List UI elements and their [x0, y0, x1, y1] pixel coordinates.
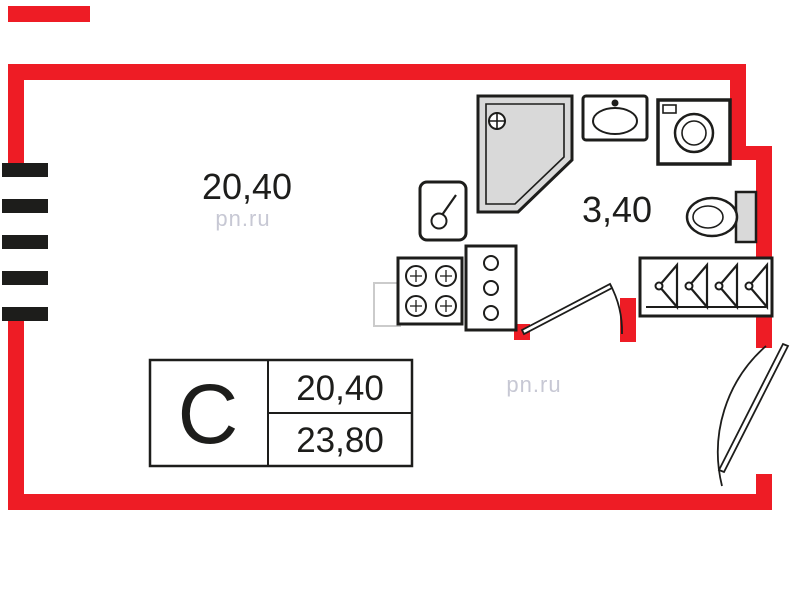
washing-machine-panel	[662, 104, 677, 114]
wall-right-mid	[756, 146, 772, 348]
burner-cross-marks	[410, 270, 452, 312]
toilet	[685, 190, 758, 244]
exterior-walls	[8, 6, 772, 510]
entrance-door-swing-arc	[717, 345, 767, 487]
watermark: pn.ru	[215, 206, 270, 231]
hanger-icon	[657, 262, 679, 310]
hanger-hook-icon	[684, 281, 694, 291]
interior-door	[520, 282, 623, 336]
hanger-hook-icon	[654, 281, 664, 291]
kitchen-cabinet	[464, 244, 518, 332]
kitchen-sink-outline	[418, 180, 468, 242]
wall-bottom	[8, 494, 772, 510]
wardrobe	[638, 256, 774, 318]
wall-left-upper	[8, 64, 24, 168]
fridge-outline	[373, 282, 401, 327]
window-slat	[2, 307, 48, 321]
window-slat	[2, 163, 48, 177]
shower	[476, 94, 574, 214]
bathroom-area-label: 3,40	[582, 189, 652, 230]
wall-left-lower	[8, 314, 24, 510]
wall-top	[8, 64, 746, 80]
washbasin	[581, 94, 649, 142]
kitchen-sink-tap-icon	[441, 194, 457, 216]
window-slat	[2, 235, 48, 249]
toilet-bowl	[685, 196, 739, 238]
wall-bathroom-stub	[620, 298, 636, 342]
cabinet-outline	[464, 244, 518, 332]
entrance-door	[717, 342, 790, 487]
hanger-icon	[717, 262, 739, 310]
wall-right-upper	[730, 64, 746, 150]
washing-machine	[656, 98, 732, 166]
hanger-hook-icon	[744, 281, 754, 291]
stamp-type-letter: С	[178, 367, 239, 461]
interior-door-leaf	[520, 282, 614, 336]
hanger-icon	[747, 262, 769, 310]
window-slat	[2, 271, 48, 285]
hanger-hook-icon	[714, 281, 724, 291]
stamp-living-area: 20,40	[296, 369, 384, 408]
entrance-door-leaf	[717, 342, 790, 474]
fridge-ghost	[373, 282, 401, 327]
hanger-icon	[687, 262, 709, 310]
toilet-tank	[734, 190, 758, 244]
washing-machine-door-inner	[681, 120, 707, 146]
kitchen-sink-drain	[430, 212, 448, 230]
interior-door-swing-arc	[609, 283, 623, 335]
cabinet-knob-icon	[483, 280, 499, 296]
wall-top-left-bar	[8, 6, 90, 22]
apartment-stamp: С 20,40 23,80	[148, 358, 414, 468]
living-room-area-label: 20,40	[202, 166, 292, 207]
kitchen-sink	[418, 180, 468, 242]
stove	[396, 256, 464, 326]
window-slat	[2, 199, 48, 213]
washbasin-bowl	[592, 107, 638, 135]
shower-inner-line	[485, 103, 565, 205]
watermark: pn.ru	[506, 372, 561, 397]
cabinet-knob-icon	[483, 255, 499, 271]
toilet-bowl-inner	[692, 205, 724, 229]
washbasin-tap-icon	[611, 99, 619, 107]
stamp-total-area: 23,80	[296, 421, 384, 460]
window	[2, 163, 48, 321]
cabinet-knob-icon	[483, 305, 499, 321]
